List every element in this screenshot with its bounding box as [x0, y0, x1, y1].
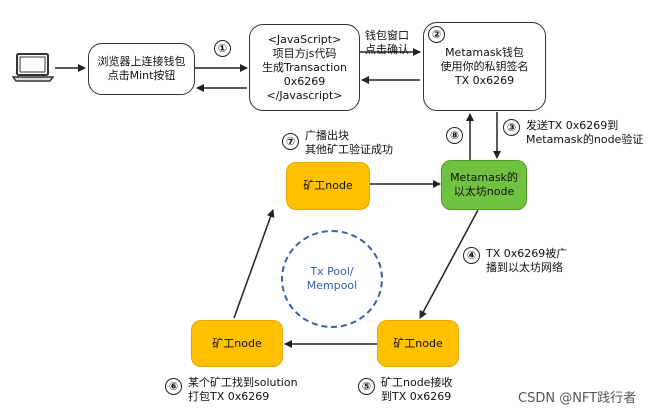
arrow-miner-bl-top: [233, 209, 275, 319]
step-6-text: 某个矿工找到solution 打包TX 0x6269: [188, 376, 298, 403]
step-6-marker: ⑥: [165, 378, 182, 395]
miner-node-top: 矿工node: [286, 162, 370, 210]
arrow-node-miner-br: [419, 209, 479, 319]
step-5-text: 矿工node接收 到TX 0x6269: [381, 376, 453, 403]
step-5: ⑤ 矿工node接收 到TX 0x6269: [358, 376, 452, 404]
step-8-marker: ⑧: [446, 127, 463, 144]
step-7-text: 广播出块 其他矿工验证成功: [305, 129, 393, 156]
step-3-marker: ③: [503, 119, 520, 136]
js-project-box: <JavaScript> 项目方js代码 生成Transaction 0x626…: [249, 24, 360, 111]
step-4-marker: ④: [463, 247, 480, 264]
metamask-eth-node: Metamask的 以太坊node: [441, 160, 527, 210]
laptop-icon: [12, 53, 54, 82]
metamask-wallet-box: Metamask钱包 使用你的私钥签名 TX 0x6269: [423, 22, 546, 111]
wallet-popup-label: 钱包窗口 点击确认: [365, 29, 409, 56]
step-4-text: TX 0x6269被广 播到以太坊网络: [486, 247, 568, 274]
tx-pool-mempool: Tx Pool/ Mempool: [281, 230, 383, 328]
step-3-text: 发送TX 0x6269到 Metamask的node验证: [526, 119, 644, 146]
step-2-marker: ②: [428, 26, 445, 43]
miner-node-bottom-left: 矿工node: [191, 320, 283, 367]
step-4: ④ TX 0x6269被广 播到以太坊网络: [463, 247, 567, 275]
step-7: ⑦ 广播出块 其他矿工验证成功: [282, 129, 393, 157]
step-5-marker: ⑤: [358, 378, 375, 395]
step-1-marker: ①: [214, 40, 231, 57]
step-3: ③ 发送TX 0x6269到 Metamask的node验证: [503, 119, 643, 147]
miner-node-bottom-right: 矿工node: [377, 320, 459, 367]
browser-box: 浏览器上连接钱包 点击Mint按钮: [88, 43, 195, 95]
step-6: ⑥ 某个矿工找到solution 打包TX 0x6269: [165, 376, 298, 404]
step-7-marker: ⑦: [282, 133, 299, 150]
watermark: CSDN @NFT践行者: [518, 391, 637, 406]
